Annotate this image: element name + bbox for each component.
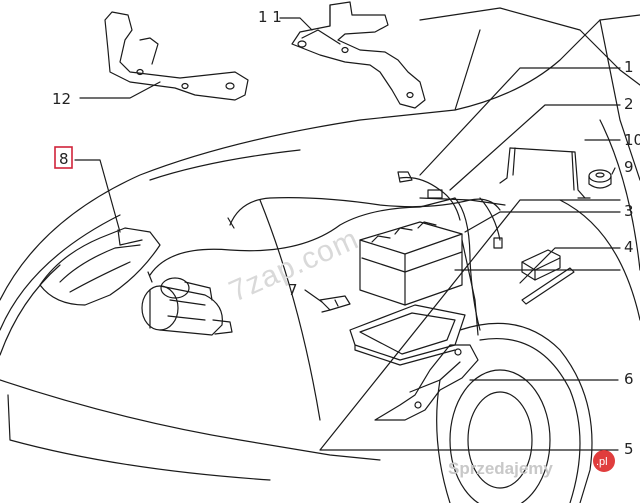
callout-8: 8	[59, 150, 69, 168]
callout-10: 10	[624, 131, 640, 149]
part-12-bracket	[104, 11, 249, 101]
callout-8-highlight-box	[54, 146, 73, 169]
callout-6: 6	[624, 370, 634, 388]
callout-4: 4	[624, 238, 634, 256]
callout-2: 2	[624, 95, 634, 113]
part-7-clip	[319, 295, 351, 313]
starter-motor	[141, 277, 233, 336]
callout-9: 9	[624, 158, 634, 176]
part-10-battery-clamp	[499, 147, 591, 199]
callout-3: 3	[624, 202, 634, 220]
brand-tld: .pl	[596, 456, 608, 468]
leader-lines	[74, 17, 621, 451]
battery-tray	[349, 304, 466, 366]
brand-badge	[593, 450, 615, 472]
callout-7: 7	[288, 281, 298, 299]
callout-11: 1 1	[258, 8, 282, 26]
callout-12: 12	[52, 90, 71, 108]
part-6-bracket	[374, 344, 479, 421]
part-4-rod	[521, 267, 575, 305]
brand-name: Sprzedajemy	[448, 459, 553, 478]
part-11-bracket	[291, 1, 426, 109]
part-8-headlamp-cover	[39, 227, 161, 306]
callout-5: 5	[624, 440, 634, 458]
part-9-nut	[588, 169, 612, 189]
brand-logo: Sprzedajemy .pl	[448, 450, 615, 478]
wiring-harness	[147, 171, 506, 336]
car-body-outline	[0, 7, 640, 481]
battery	[359, 221, 463, 306]
callout-1: 1	[624, 58, 634, 76]
